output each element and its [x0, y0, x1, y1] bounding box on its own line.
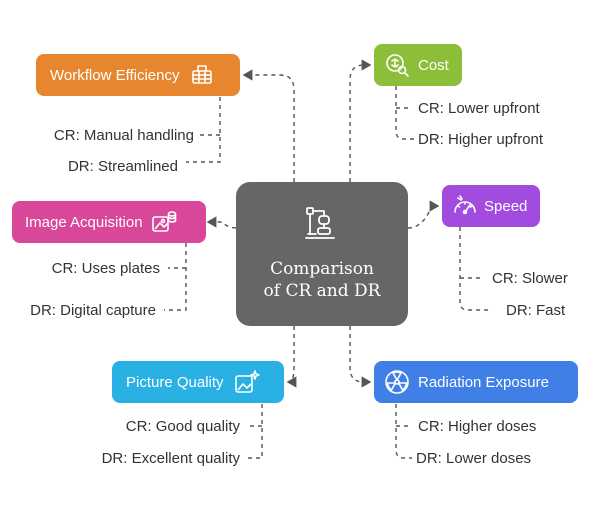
- center-title: Comparison of CR and DR: [236, 258, 408, 302]
- connector-workflow: [242, 69, 295, 182]
- image-sparkle-icon: [234, 370, 260, 393]
- center-title-line2: of CR and DR: [263, 281, 381, 301]
- topic-workflow-label: Workflow Efficiency: [50, 66, 180, 84]
- branch-speed: [459, 227, 490, 311]
- cost-item-cr: CR: Lower upfront: [418, 100, 540, 117]
- topic-cost-label: Cost: [418, 56, 449, 74]
- robot-arm-icon: [305, 207, 335, 239]
- radiation-icon: [385, 370, 409, 394]
- topic-speed-label: Speed: [484, 197, 528, 215]
- connector-cost: [349, 59, 372, 182]
- quality-item-cr: CR: Good quality: [125, 418, 240, 435]
- center-node[interactable]: Comparison of CR and DR: [236, 182, 408, 326]
- speed-item-cr: CR: Slower: [492, 270, 568, 287]
- radiation-item-dr: DR: Lower doses: [416, 450, 532, 467]
- speedometer-icon: [454, 195, 476, 215]
- coin-search-icon: [386, 54, 409, 77]
- workflow-item-dr: DR: Streamlined: [67, 158, 178, 175]
- topic-acquisition-label: Image Acquisition: [25, 213, 143, 231]
- connector-acquisition: [206, 216, 237, 229]
- branch-radiation: [395, 404, 412, 459]
- connector-speed: [407, 200, 440, 229]
- speed-item-dr: DR: Fast: [506, 302, 566, 319]
- center-title-line1: Comparison: [270, 259, 374, 279]
- connector-quality: [286, 326, 297, 388]
- radiation-item-cr: CR: Higher doses: [418, 418, 537, 435]
- topic-cost[interactable]: Cost: [374, 44, 462, 86]
- topic-speed[interactable]: Speed: [442, 185, 540, 227]
- cost-item-dr: DR: Higher upfront: [418, 131, 544, 148]
- topic-workflow-efficiency[interactable]: Workflow Efficiency: [36, 54, 240, 96]
- topic-quality-label: Picture Quality: [126, 373, 224, 391]
- quality-item-dr: DR: Excellent quality: [101, 450, 240, 467]
- topic-picture-quality[interactable]: Picture Quality: [112, 361, 284, 403]
- branch-quality: [246, 404, 263, 459]
- branch-workflow: [186, 97, 221, 163]
- acquisition-item-dr: DR: Digital capture: [30, 302, 156, 319]
- tray-grid-icon: [191, 65, 212, 84]
- connector-radiation: [349, 326, 372, 388]
- image-database-icon: [151, 211, 176, 232]
- acquisition-item-cr: CR: Uses plates: [51, 260, 160, 277]
- topic-radiation-exposure[interactable]: Radiation Exposure: [374, 361, 578, 403]
- branch-acquisition: [164, 243, 187, 311]
- branch-cost: [395, 86, 414, 140]
- workflow-item-cr: CR: Manual handling: [53, 127, 194, 144]
- topic-radiation-label: Radiation Exposure: [418, 373, 549, 391]
- topic-image-acquisition[interactable]: Image Acquisition: [12, 201, 206, 243]
